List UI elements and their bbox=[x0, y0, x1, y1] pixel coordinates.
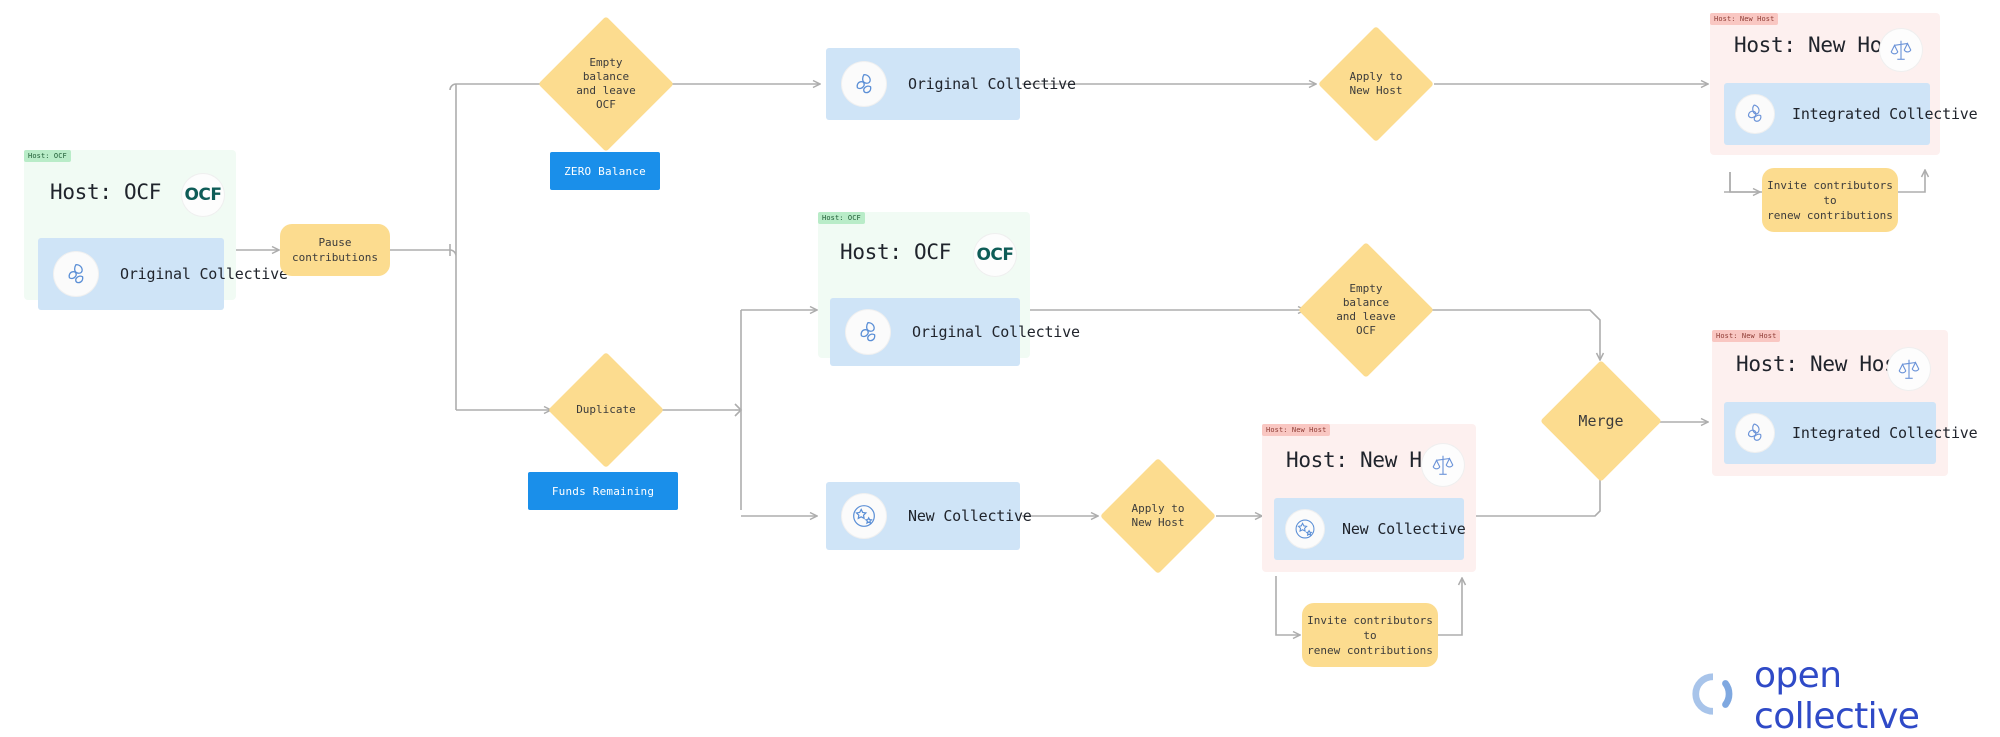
ocf-logo-icon: OCF bbox=[182, 174, 224, 216]
host-title: Host: OCF bbox=[840, 240, 952, 264]
host-card-ocf-start: Host: OCF Host: OCF OCF Original Collect… bbox=[24, 150, 288, 310]
host-badge: Host: OCF bbox=[818, 212, 865, 224]
brand-wordmark: open collective bbox=[1754, 655, 1920, 737]
ocf-logo-icon: OCF bbox=[974, 234, 1016, 276]
decision-label: Apply to New Host bbox=[1131, 502, 1185, 529]
host-badge: Host: New Host bbox=[1710, 13, 1779, 25]
collective-chip-original-mid: Original Collective bbox=[830, 298, 1080, 366]
collective-avatar-icon bbox=[54, 252, 98, 296]
scales-balance-icon bbox=[1888, 348, 1930, 390]
collective-chip-new-bottom: New Collective bbox=[826, 482, 1032, 550]
step-invite-contributors-top[interactable]: Invite contributors to renew contributio… bbox=[1762, 168, 1898, 232]
collective-avatar-icon bbox=[842, 62, 886, 106]
collective-avatar-icon bbox=[1736, 414, 1774, 452]
collective-name: Original Collective bbox=[908, 75, 1076, 93]
decision-label: Apply to New Host bbox=[1349, 70, 1403, 97]
decision-apply-new-host-bottom[interactable]: Apply to New Host bbox=[1100, 458, 1216, 574]
host-badge: Host: OCF bbox=[24, 150, 71, 162]
scales-balance-icon bbox=[1422, 444, 1464, 486]
collective-name: New Collective bbox=[1342, 520, 1466, 538]
tag-zero-balance[interactable]: ZERO Balance bbox=[550, 152, 660, 190]
collective-avatar-icon bbox=[1736, 95, 1774, 133]
brand-logo: open collective bbox=[1690, 655, 2000, 737]
tag-funds-remaining[interactable]: Funds Remaining bbox=[528, 472, 678, 510]
decision-label: Duplicate bbox=[576, 403, 636, 416]
host-card-new-host-bottom: Host: New Host Host: New Host Integrated… bbox=[1712, 330, 1978, 476]
step-invite-contributors-bottom[interactable]: Invite contributors to renew contributio… bbox=[1302, 603, 1438, 667]
host-title: Host: New Host bbox=[1736, 352, 1909, 376]
collective-chip-original: Original Collective bbox=[38, 238, 288, 310]
host-title: Host: OCF bbox=[50, 180, 162, 204]
collective-name: Original Collective bbox=[120, 265, 288, 283]
decision-empty-balance-mid[interactable]: Empty balance and leave OCF bbox=[1298, 222, 1434, 398]
decision-empty-balance-top[interactable]: Empty balance and leave OCF bbox=[538, 0, 674, 172]
decision-merge[interactable]: Merge bbox=[1540, 360, 1662, 482]
host-badge: Host: New Host bbox=[1712, 330, 1781, 342]
scales-balance-icon bbox=[1880, 29, 1922, 71]
collective-avatar-icon bbox=[842, 494, 886, 538]
host-badge: Host: New Host bbox=[1262, 424, 1331, 436]
decision-apply-new-host-top[interactable]: Apply to New Host bbox=[1318, 26, 1434, 142]
collective-name: Integrated Collective bbox=[1792, 424, 1978, 442]
host-title: Host: New Host bbox=[1734, 33, 1907, 57]
host-card-ocf-middle: Host: OCF Host: OCF OCF Original Collect… bbox=[818, 212, 1080, 366]
decision-label: Empty balance and leave OCF bbox=[576, 56, 636, 111]
host-card-new-host-top: Host: New Host Host: New Host Integrated… bbox=[1710, 13, 1978, 155]
collective-chip-integrated: Integrated Collective bbox=[1724, 83, 1978, 145]
step-pause-contributions[interactable]: Pause contributions bbox=[280, 224, 390, 276]
collective-chip-integrated-bottom: Integrated Collective bbox=[1724, 402, 1978, 464]
open-collective-ring-icon bbox=[1690, 671, 1736, 721]
collective-name: Integrated Collective bbox=[1792, 105, 1978, 123]
decision-duplicate[interactable]: Duplicate bbox=[548, 352, 664, 468]
collective-name: Original Collective bbox=[912, 323, 1080, 341]
decision-label: Merge bbox=[1578, 412, 1624, 430]
collective-chip-original-top: Original Collective bbox=[826, 48, 1076, 120]
host-card-new-host-mid: Host: New Host Host: New Host New Collec… bbox=[1262, 424, 1476, 572]
collective-avatar-icon bbox=[1286, 510, 1324, 548]
collective-avatar-icon bbox=[846, 310, 890, 354]
decision-label: Empty balance and leave OCF bbox=[1336, 282, 1396, 337]
collective-chip-new: New Collective bbox=[1274, 498, 1466, 560]
collective-name: New Collective bbox=[908, 507, 1032, 525]
